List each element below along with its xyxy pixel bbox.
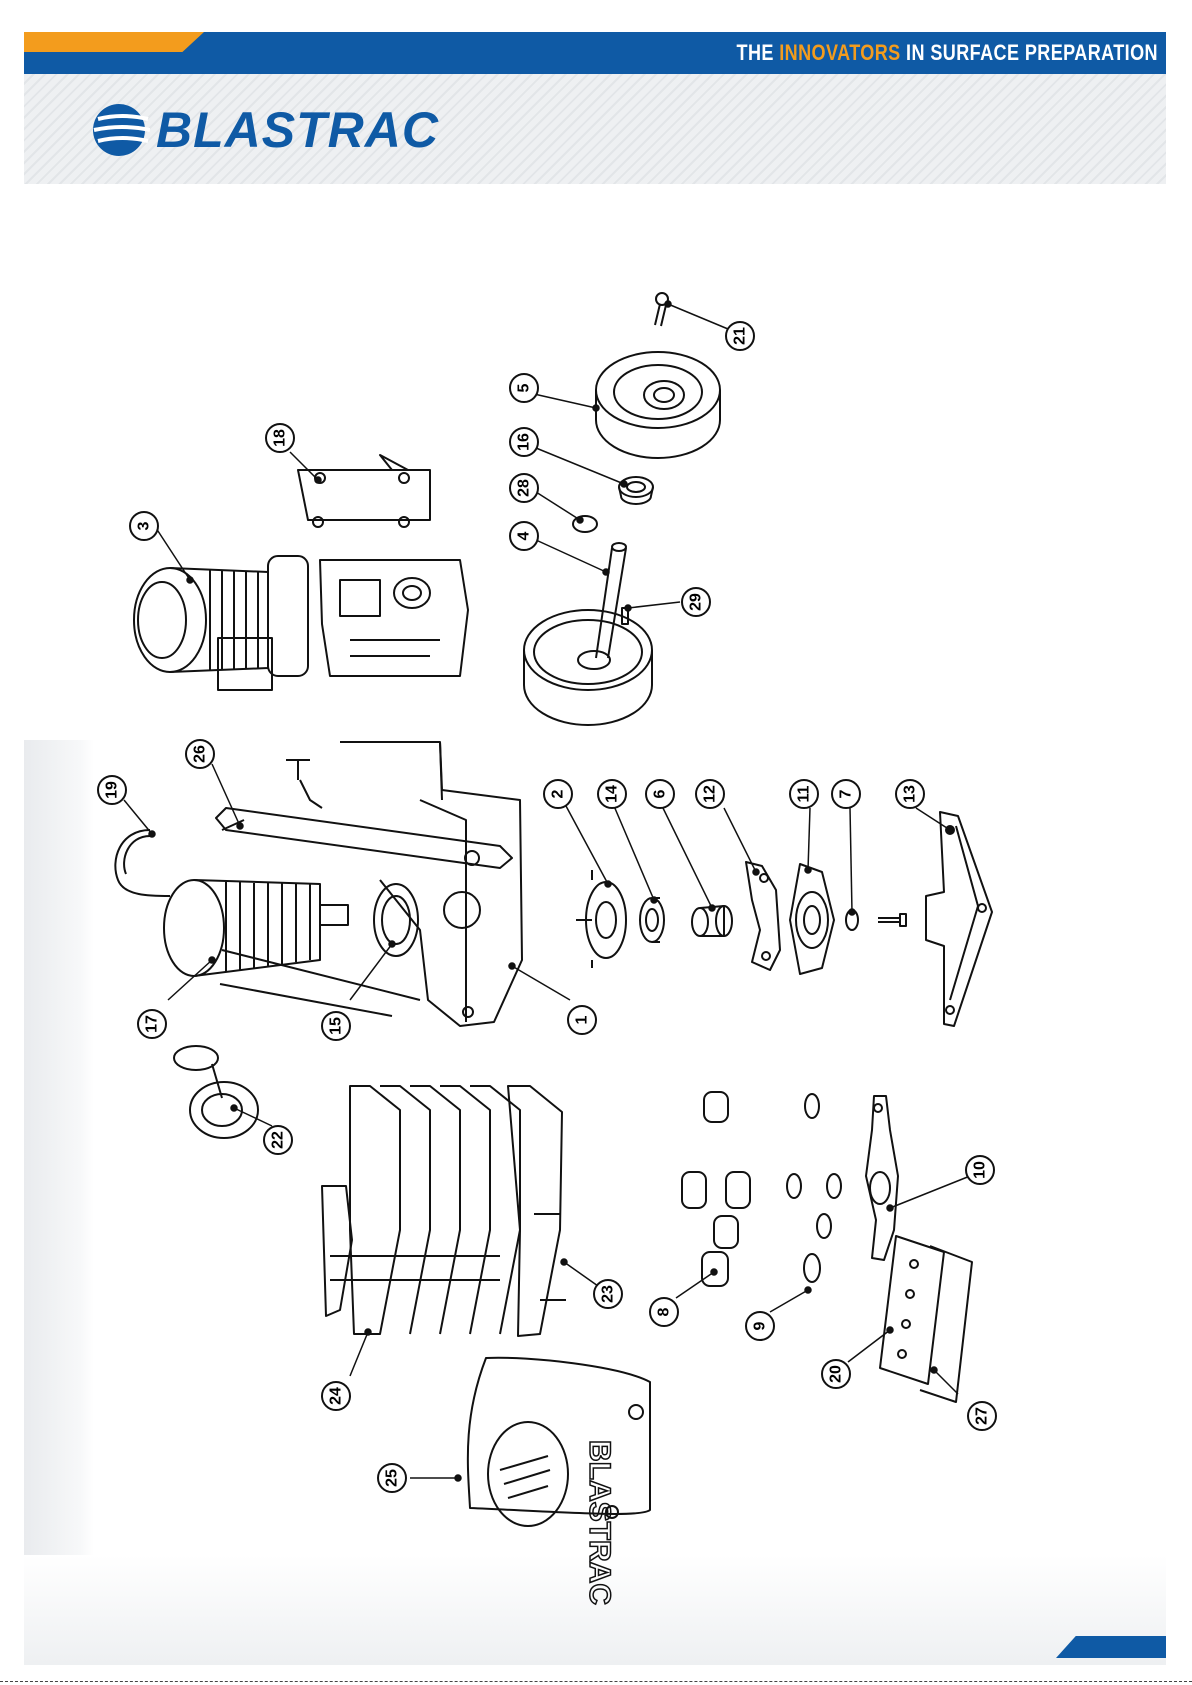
callout-number: 9 — [752, 1321, 769, 1330]
callout-12: 12 — [696, 780, 724, 808]
part-axle-wheel — [524, 543, 652, 725]
callout-6: 6 — [646, 780, 674, 808]
callout-number: 2 — [550, 789, 567, 798]
callout-29: 29 — [682, 588, 710, 616]
callout-number: 15 — [328, 1017, 345, 1035]
callout-number: 18 — [272, 429, 289, 447]
callout-23: 23 — [594, 1280, 622, 1308]
callout-number: 6 — [652, 789, 669, 798]
part-washers — [787, 1094, 841, 1282]
part-wheel-top — [596, 352, 720, 458]
part-cover-plate — [298, 455, 430, 527]
callout-8: 8 — [650, 1298, 678, 1326]
callout-number: 27 — [974, 1407, 991, 1425]
callout-number: 23 — [600, 1285, 617, 1303]
callout-16: 16 — [510, 428, 538, 456]
callout-11: 11 — [790, 780, 818, 808]
part-wear-plates — [880, 1236, 972, 1402]
callout-5: 5 — [510, 374, 538, 402]
callout-26: 26 — [186, 740, 214, 768]
part-caster — [174, 1046, 258, 1138]
callout-number: 17 — [144, 1015, 161, 1033]
part-motor-gearbox — [134, 556, 468, 690]
callout-21: 21 — [726, 322, 754, 350]
callout-18: 18 — [266, 424, 294, 452]
callout-17: 17 — [138, 1010, 166, 1038]
callout-22: 22 — [264, 1126, 292, 1154]
callout-number: 22 — [270, 1131, 287, 1149]
callout-number: 29 — [688, 593, 705, 611]
part-bolt — [655, 293, 668, 326]
callout-10: 10 — [966, 1156, 994, 1184]
part-bearing — [640, 898, 664, 942]
part-lamella-stack — [322, 1086, 566, 1336]
callout-1: 1 — [568, 1006, 596, 1034]
part-brand-cover — [468, 1358, 650, 1526]
callout-24: 24 — [322, 1382, 350, 1410]
part-holder-plate — [866, 1096, 898, 1260]
callout-number: 14 — [604, 785, 621, 803]
callout-19: 19 — [98, 776, 126, 804]
callout-2: 2 — [544, 780, 572, 808]
callout-number: 8 — [656, 1307, 673, 1316]
callout-number: 28 — [516, 479, 533, 497]
callout-20: 20 — [822, 1360, 850, 1388]
callout-14: 14 — [598, 780, 626, 808]
callout-number: 11 — [796, 785, 813, 802]
callout-27: 27 — [968, 1402, 996, 1430]
part-rubber-mounts — [682, 1092, 750, 1286]
callout-3: 3 — [130, 512, 158, 540]
cover-brand-text: BLASTRAC — [583, 1440, 616, 1605]
callout-number: 19 — [104, 781, 121, 799]
callout-number: 13 — [902, 785, 919, 803]
callout-number: 21 — [732, 327, 749, 345]
callout-28: 28 — [510, 474, 538, 502]
callout-4: 4 — [510, 522, 538, 550]
callout-15: 15 — [322, 1012, 350, 1040]
callout-7: 7 — [832, 780, 860, 808]
callout-number: 10 — [972, 1161, 989, 1179]
callout-number: 12 — [702, 785, 719, 803]
callout-number: 4 — [516, 531, 533, 540]
part-guard-plate — [926, 812, 992, 1026]
part-flange-bearing — [790, 864, 834, 974]
leader-lines — [124, 301, 970, 1481]
callout-number: 20 — [828, 1365, 845, 1383]
part-bracket — [746, 862, 780, 970]
callout-number: 26 — [192, 745, 209, 763]
callout-number: 25 — [384, 1469, 401, 1487]
callout-13: 13 — [896, 780, 924, 808]
part-hub-flange — [576, 870, 626, 968]
callout-25: 25 — [378, 1464, 406, 1492]
callout-9: 9 — [746, 1312, 774, 1340]
callout-number: 5 — [516, 383, 533, 392]
callout-number: 1 — [574, 1015, 591, 1024]
callout-number: 16 — [516, 433, 533, 451]
callout-balloons: 21 5 16 28 4 29 18 3 26 19 2 14 6 12 11 7 13 17 15 1 22 10 23 8… — [98, 322, 996, 1492]
callout-number: 24 — [328, 1387, 345, 1405]
callout-number: 3 — [136, 521, 153, 530]
callout-number: 7 — [838, 789, 855, 798]
